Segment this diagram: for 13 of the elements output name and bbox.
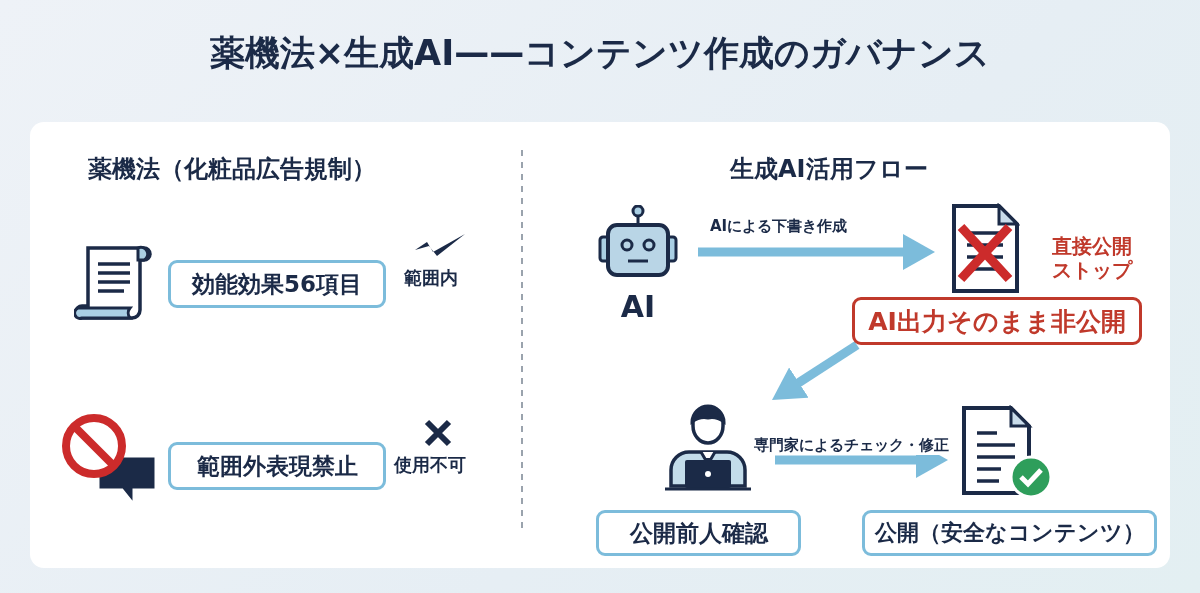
section-heading: 薬機法（化粧品広告規制）	[88, 155, 376, 184]
warning-box: AI出力そのまま非公開	[852, 297, 1142, 345]
edge-label: AIによる下書き作成	[708, 217, 850, 236]
title: 薬機法×生成AI——コンテンツ作成のガバナンス	[208, 32, 992, 75]
status-label: 使用不可	[394, 453, 466, 477]
flow-arrow	[698, 234, 935, 270]
edge-label: 専門家によるチェック・修正	[752, 436, 951, 455]
step-box: 公開（安全なコンテンツ）	[862, 510, 1157, 556]
status-label: 範囲内	[404, 266, 458, 290]
warning-note: 直接公開ストップ	[1052, 234, 1134, 282]
section-heading: 生成AI活用フロー	[730, 155, 928, 184]
node-label: AI	[619, 289, 657, 324]
step-box: 公開前人確認	[596, 510, 801, 556]
